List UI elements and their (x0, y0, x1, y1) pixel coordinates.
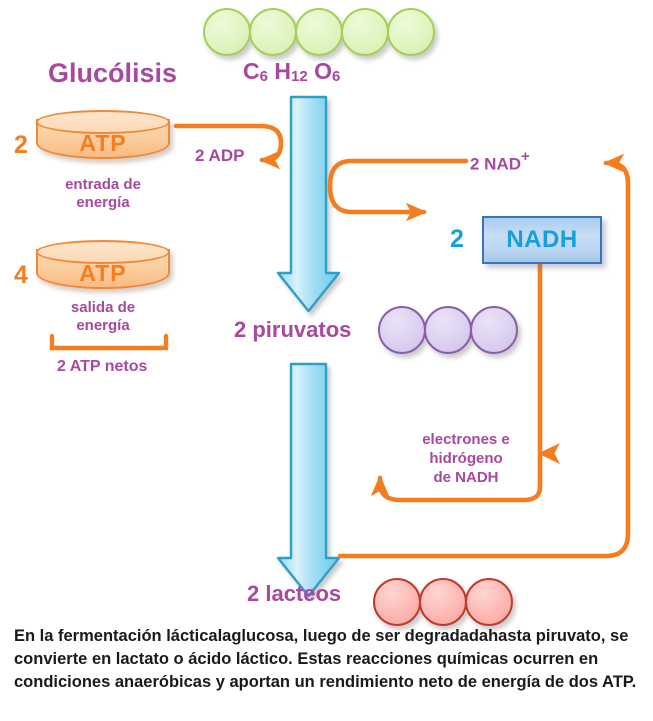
lactate-ball (419, 578, 467, 626)
caption-line4: rendimiento neto de energía de dos ATP. (319, 673, 637, 691)
pyruvate-label: 2 piruvatos (234, 317, 352, 342)
formula-carbon-count: 6 (259, 68, 268, 85)
atp-in-count: 2 (14, 131, 28, 159)
cylinder-top (36, 240, 170, 264)
atp-in-caption-line1: entrada de (65, 176, 141, 193)
pyruvate-ball (424, 306, 472, 354)
glucose-formula: C6 H12 O6 (243, 58, 340, 85)
atp-in-cylinder: ATP (36, 110, 170, 164)
electrons-note-line2: hidrógeno (429, 450, 503, 467)
caption-line3: químicas ocurren en condiciones anaeróbi… (14, 650, 599, 691)
lactate-label: 2 lacteos (247, 581, 342, 606)
atp-out-label: ATP (79, 260, 127, 286)
electrons-note-line1: electrones e (422, 431, 510, 448)
caption-text: En la fermentación lácticalaglucosa, lue… (14, 625, 644, 694)
glucose-ball (295, 8, 343, 56)
formula-hydrogen: H (274, 58, 291, 84)
nadh-box: NADH (482, 216, 602, 264)
atp-in-label: ATP (79, 130, 127, 156)
nadh-label: NADH (506, 226, 578, 253)
glucose-ball (341, 8, 389, 56)
electrons-note-line3: de NADH (433, 469, 499, 486)
lactate-molecule (373, 578, 513, 626)
atp-out-cylinder: ATP (36, 240, 170, 294)
adp-label: 2 ADP (195, 146, 245, 165)
pyruvate-ball (378, 306, 426, 354)
nad-plus-superscript: + (521, 148, 530, 165)
atp-out-count: 4 (14, 261, 28, 289)
formula-oxygen: O (314, 58, 332, 84)
caption-line1: En la fermentación lácticalaglucosa, lue… (14, 627, 532, 645)
formula-carbon: C (243, 58, 260, 84)
nadh-count: 2 (450, 225, 464, 253)
glucose-ball (203, 8, 251, 56)
pyruvate-ball (470, 306, 518, 354)
blue-arrow-pyruvate-to-lactate (276, 362, 341, 598)
atp-out-caption: salida de energía (36, 299, 170, 335)
atp-in-caption-line2: energía (76, 194, 130, 211)
formula-oxygen-count: 6 (331, 68, 341, 85)
net-atp-bracket (49, 333, 169, 351)
net-atp-label: 2 ATP netos (57, 358, 148, 375)
caption-line2: piruvato, se convierte en lactato o ácid… (14, 627, 629, 668)
formula-hydrogen-count: 12 (290, 68, 308, 85)
glucose-ball (387, 8, 435, 56)
lactate-ball (373, 578, 421, 626)
page-title: Glucólisis (48, 58, 178, 88)
atp-out-caption-line1: salida de (70, 299, 136, 316)
glucose-ball (249, 8, 297, 56)
electrons-note: electrones e hidrógeno de NADH (386, 430, 546, 487)
nad-plus-text: 2 NAD (470, 154, 522, 174)
glucose-molecule (203, 8, 435, 56)
orange-arrow-nad-to-nadh (327, 158, 469, 222)
blue-arrow-glucose-to-pyruvate (276, 95, 341, 313)
cylinder-top (36, 110, 170, 134)
nad-plus-label: 2 NAD+ (470, 148, 530, 175)
atp-out-caption-line2: energía (76, 317, 130, 334)
lactate-ball (465, 578, 513, 626)
atp-in-caption: entrada de energía (36, 176, 170, 212)
pyruvate-molecule (378, 306, 518, 354)
